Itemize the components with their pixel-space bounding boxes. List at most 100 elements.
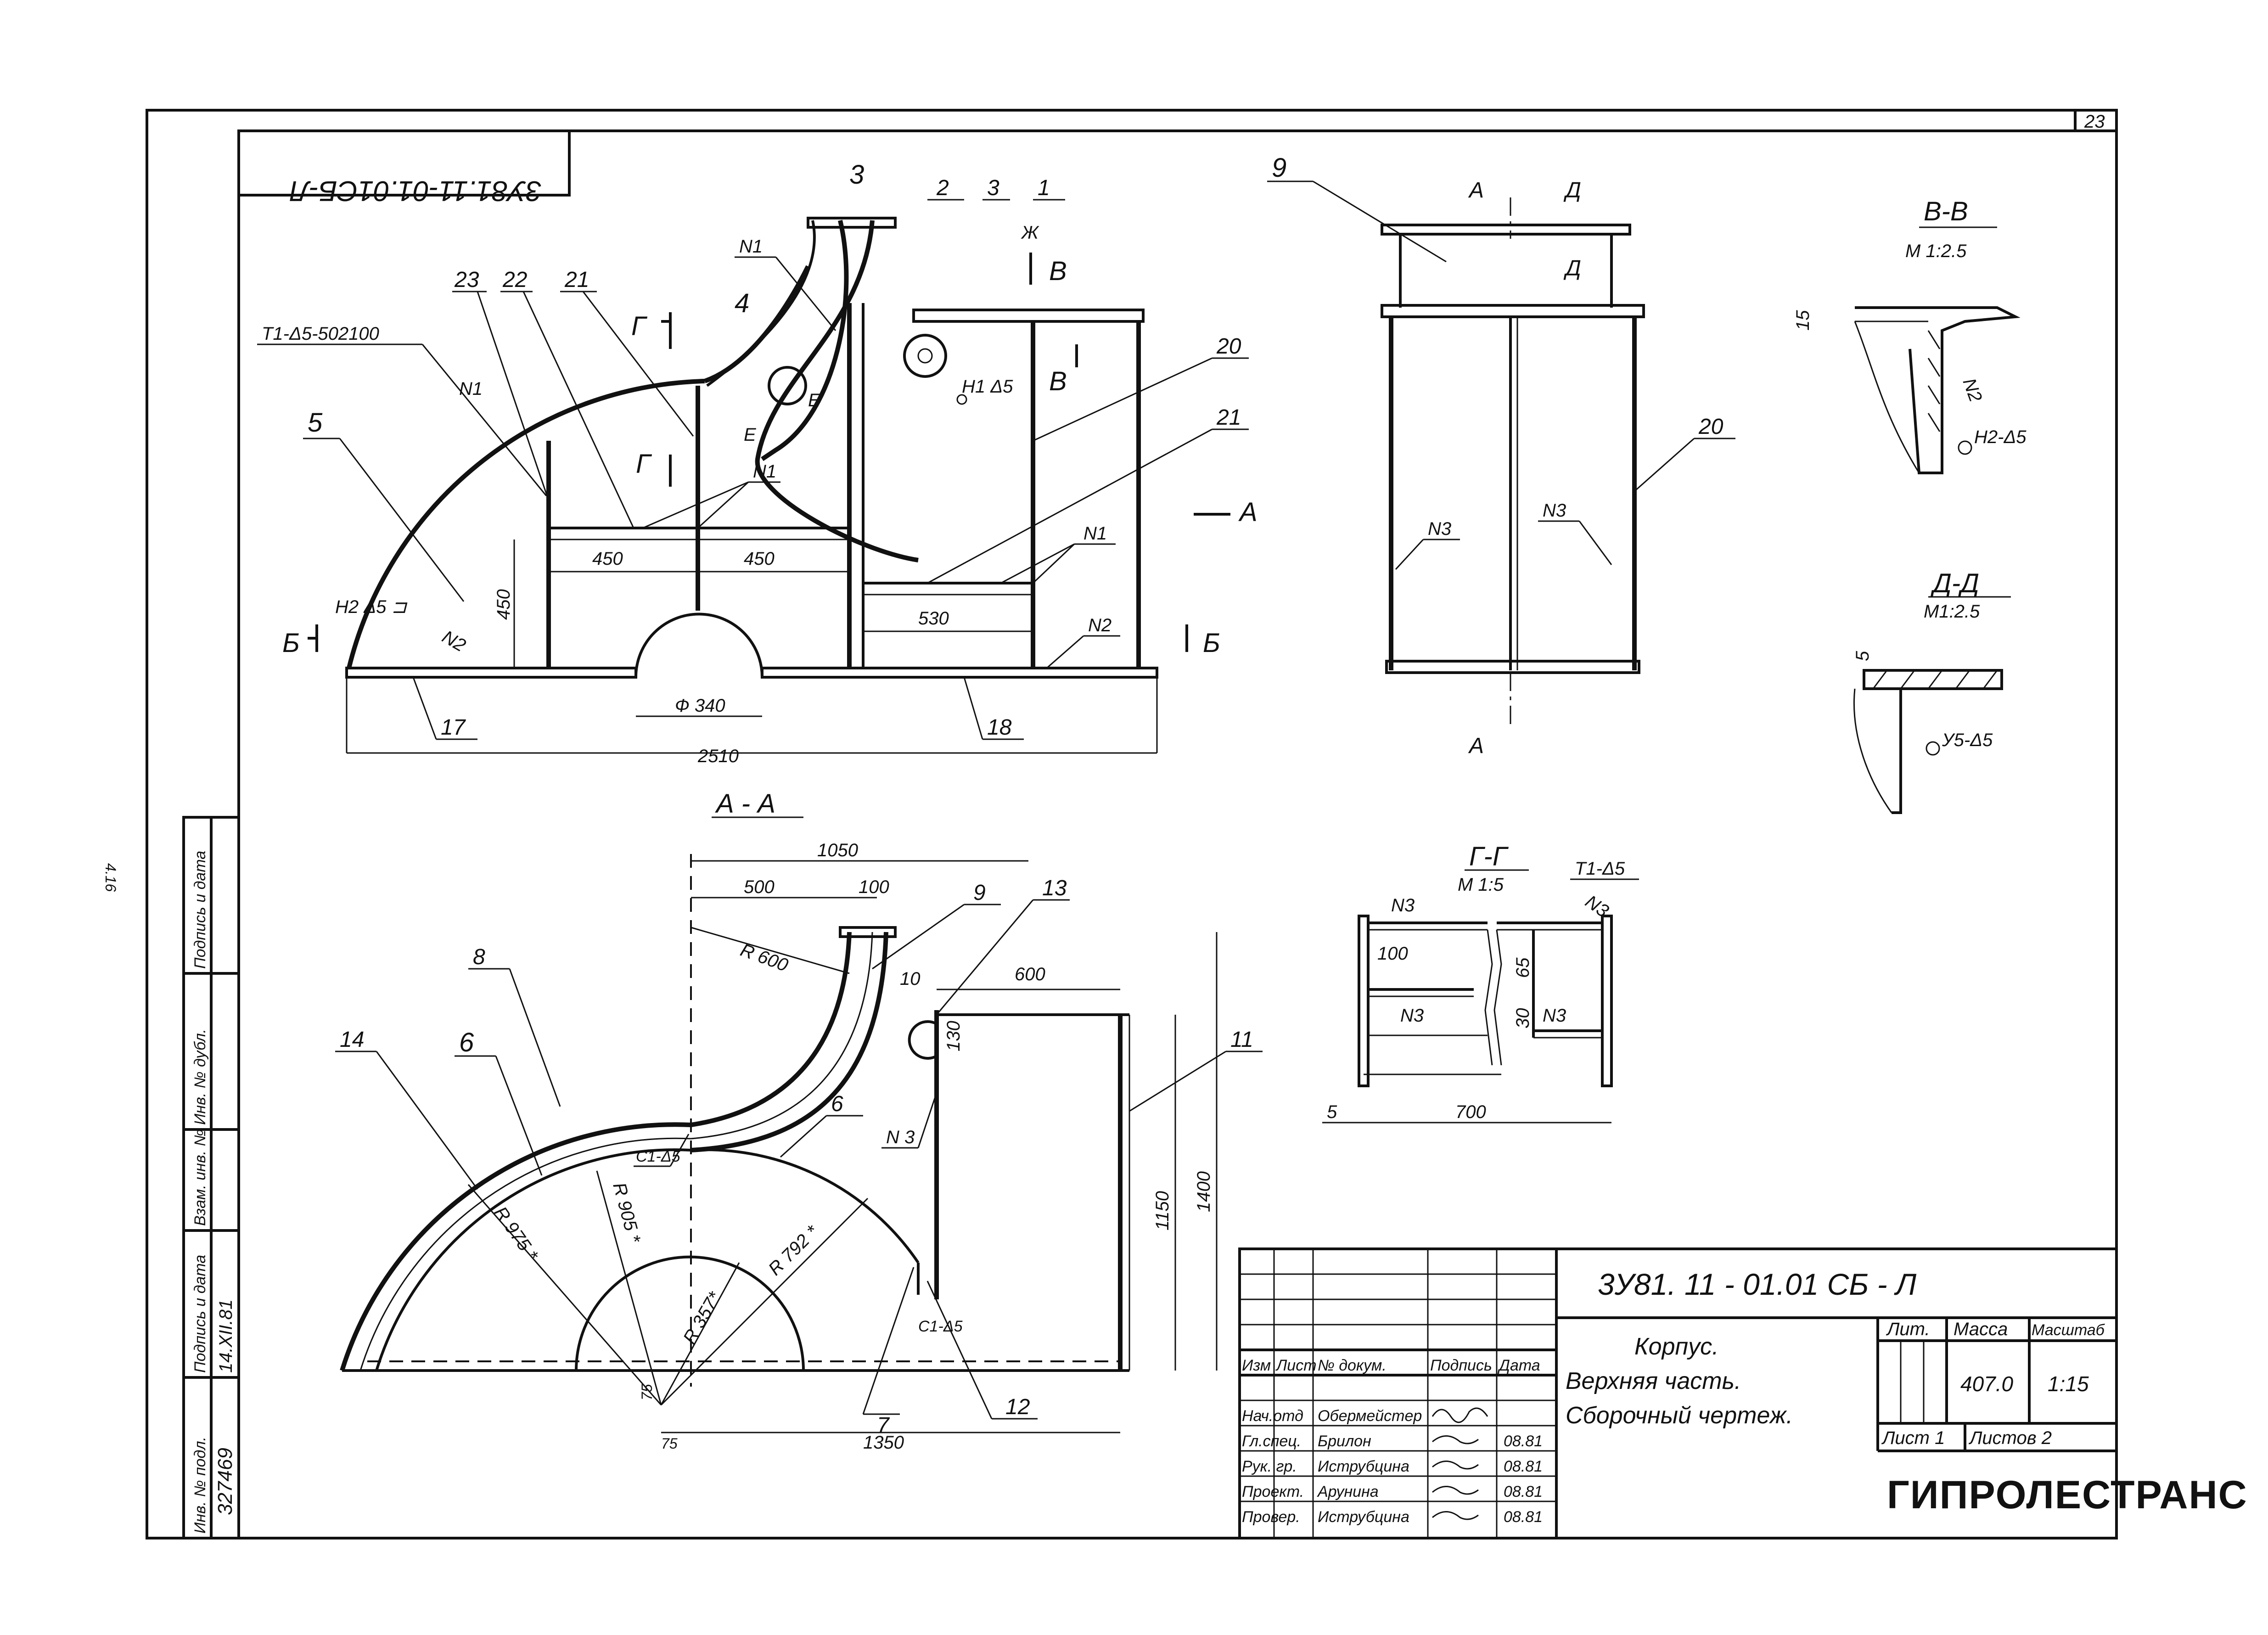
aa-r792: R 792 * xyxy=(764,1221,822,1279)
aa-r600: R 600 xyxy=(738,940,791,976)
weld-zh: Ж xyxy=(1021,223,1039,243)
part-3: 3 xyxy=(987,176,999,200)
tb-name-line-3: Сборочный чертеж. xyxy=(1566,1402,1793,1429)
vv-dim-15: 15 xyxy=(1793,310,1813,331)
tb-name-3: Арунина xyxy=(1317,1483,1379,1500)
weld-N1-a: N1 xyxy=(739,236,763,257)
tb-date-4: 08.81 xyxy=(1504,1508,1543,1526)
gg-mark-N3-a: N3 xyxy=(1391,895,1415,916)
gg-dim-5: 5 xyxy=(1327,1102,1337,1122)
aa-dim-1150: 1150 xyxy=(1152,1191,1173,1230)
stamp-label-sign: Подпись и дата xyxy=(191,1255,209,1373)
stamp-label-vzam: Взам. инв. № xyxy=(191,1129,209,1226)
dim-2510: 2510 xyxy=(697,746,739,766)
mark-A: А xyxy=(1238,497,1258,527)
tb-sheets: Листов 2 xyxy=(1968,1428,2052,1448)
aa-part-13: 13 xyxy=(1042,876,1067,900)
tb-name-line-2: Верхняя часть. xyxy=(1566,1368,1741,1394)
left-stamp: Подпись и дата Инв. № дубл. Взам. инв. №… xyxy=(182,816,240,1539)
tb-name-1: Брилон xyxy=(1318,1433,1371,1450)
aa-part-6: 6 xyxy=(459,1028,474,1057)
aa-weld-c1-b: С1-Δ5 xyxy=(918,1318,963,1335)
margin-note: 4.16 xyxy=(102,863,119,892)
weld-E-2: Е xyxy=(808,390,821,410)
tb-date-1: 08.81 xyxy=(1504,1433,1543,1450)
dd-weld: У5-Δ5 xyxy=(1942,730,1993,750)
gg-scale: М 1:5 xyxy=(1458,875,1504,895)
part-18: 18 xyxy=(987,715,1012,740)
tb-name-line-1: Корпус. xyxy=(1634,1333,1719,1360)
main-view: 2510 Ф 340 450 450 45 xyxy=(257,160,1258,766)
side-mark-A-bot: А xyxy=(1468,734,1484,758)
part-5: 5 xyxy=(308,408,323,438)
mark-B-1: Б xyxy=(282,628,300,658)
section-gg: Г-Г М 1:5 Т1-Δ5 N3 N3 N3 N3 100 65 30 5 … xyxy=(1322,842,1639,1124)
tb-sheet: Лист 1 xyxy=(1881,1428,1945,1448)
aa-dim-600: 600 xyxy=(1015,964,1045,984)
side-weld-N3-b: N3 xyxy=(1543,500,1566,521)
title-block: Изм Лист № докум. Подпись Дата Нач.отд О… xyxy=(1238,1247,2247,1539)
tb-role-4: Провер. xyxy=(1242,1508,1300,1526)
base-plate-left xyxy=(345,667,637,679)
gg-dim-700: 700 xyxy=(1455,1102,1486,1122)
tb-scale: 1:15 xyxy=(2048,1372,2089,1396)
aa-part-12: 12 xyxy=(1005,1395,1030,1419)
stamp-label-inv: Инв. № подл. xyxy=(191,1437,209,1534)
dd-title: Д-Д xyxy=(1930,568,1979,598)
part-2: 2 xyxy=(936,176,949,200)
side-mark-D-bot: Д xyxy=(1563,256,1581,281)
weld-N2-a: N2 xyxy=(1088,615,1112,635)
side-mark-A-top: А xyxy=(1468,178,1484,202)
side-part-20: 20 xyxy=(1698,415,1723,439)
stamp-label-sign-2: Подпись и дата xyxy=(191,851,209,969)
sheet-number: 23 xyxy=(2084,112,2105,132)
aa-dim-1050: 1050 xyxy=(817,840,858,860)
tb-role-0: Нач.отд xyxy=(1242,1407,1303,1425)
tb-name-4: Иструбцина xyxy=(1318,1508,1409,1526)
sheet-number-box xyxy=(2074,109,2118,132)
weld-N1-b: N1 xyxy=(459,379,483,399)
vv-mark-N2: N2 xyxy=(1959,376,1986,405)
vv-title: В-В xyxy=(1924,197,1968,226)
stamp-label-dubl: Инв. № дубл. xyxy=(191,1029,209,1125)
part-1: 1 xyxy=(1038,176,1050,200)
tb-lit: Лит. xyxy=(1886,1319,1930,1339)
aa-dim-75-h: 75 xyxy=(661,1435,678,1452)
tb-name-0: Обермейстер xyxy=(1318,1407,1422,1425)
dim-450-a: 450 xyxy=(592,549,623,569)
part-17: 17 xyxy=(441,715,466,740)
aa-weld-n3: N 3 xyxy=(886,1127,915,1147)
gg-dim-65: 65 xyxy=(1513,957,1533,978)
tb-date-3: 08.81 xyxy=(1504,1483,1543,1500)
tb-h-izm: Изм xyxy=(1242,1357,1271,1374)
tb-code: 3У81. 11 - 01.01 СБ - Л xyxy=(1598,1267,1917,1301)
tb-h-sign: Подпись xyxy=(1430,1357,1492,1374)
side-view: 9 20 А А Д Д N3 N3 xyxy=(1267,153,1735,758)
aa-title: А - А xyxy=(715,789,775,819)
aa-dim-1400: 1400 xyxy=(1194,1171,1214,1212)
aa-r357: R 357* xyxy=(679,1288,725,1347)
aa-part-7: 7 xyxy=(877,1413,890,1438)
aa-dim-100: 100 xyxy=(859,877,889,897)
part-21: 21 xyxy=(564,268,589,292)
part-4: 4 xyxy=(735,288,749,318)
flange-circle xyxy=(903,334,947,378)
weld-N1-D5: Н1 Δ5 xyxy=(962,376,1013,397)
tb-role-1: Гл.спец. xyxy=(1242,1433,1301,1450)
aa-dim-75-v: 75 xyxy=(639,1384,655,1400)
section-vv: В-В М 1:2.5 15 N2 Н2-Δ5 xyxy=(1793,197,2027,474)
tb-h-list: Лист xyxy=(1275,1357,1317,1374)
aa-part-9: 9 xyxy=(973,881,986,905)
doc-code-stamp: 3У81.11-01.01СБ-Л xyxy=(290,175,542,207)
aa-part-6b: 6 xyxy=(831,1092,843,1116)
tb-h-date: Дата xyxy=(1497,1357,1540,1374)
tb-h-doc: № докум. xyxy=(1318,1357,1387,1374)
side-weld-N3-a: N3 xyxy=(1428,519,1451,539)
gg-title: Г-Г xyxy=(1469,842,1509,871)
part-23: 23 xyxy=(454,268,479,292)
mark-G-1: Г xyxy=(631,311,648,341)
dim-530: 530 xyxy=(918,608,949,629)
section-aa: А - А 1050 500 100 xyxy=(335,789,1263,1453)
stamp-inv-number: 327469 xyxy=(214,1448,236,1515)
weld-N2-b: N2 xyxy=(439,627,469,656)
